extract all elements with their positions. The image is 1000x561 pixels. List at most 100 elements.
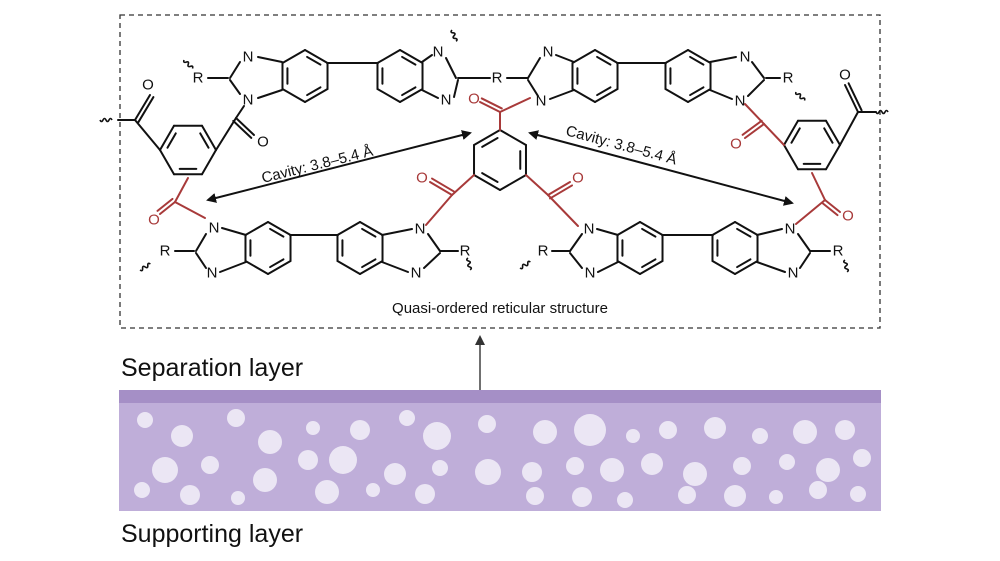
ring-bond xyxy=(734,260,759,275)
atom-label: N xyxy=(788,265,799,282)
ring-bond xyxy=(783,119,799,146)
bond xyxy=(381,261,409,273)
atom-label: N xyxy=(740,49,751,66)
bond xyxy=(756,228,783,236)
ring-bond xyxy=(639,260,664,275)
ring-bond xyxy=(399,49,424,64)
pore xyxy=(533,420,557,444)
atom-label: O xyxy=(839,67,851,84)
atom-label: N xyxy=(536,93,547,110)
separation-layer xyxy=(119,390,881,403)
atom-label: N xyxy=(411,265,422,282)
ring-bond xyxy=(473,174,501,191)
separation-layer-label: Separation layer xyxy=(121,354,303,382)
atom-label: R xyxy=(160,243,171,260)
double-bond xyxy=(401,55,417,66)
pore xyxy=(769,490,783,504)
ring-bond xyxy=(616,221,641,236)
carbonyl-bond xyxy=(847,82,863,112)
pore xyxy=(329,446,357,474)
bond xyxy=(744,103,765,125)
bond xyxy=(229,79,241,95)
pore xyxy=(306,421,320,435)
double-bond xyxy=(689,86,705,97)
ring-bond xyxy=(201,124,217,151)
ring-bond xyxy=(594,49,619,64)
atom-label: N xyxy=(584,221,595,238)
pore xyxy=(704,417,726,439)
pore xyxy=(617,492,633,508)
pore xyxy=(733,457,751,475)
double-bond xyxy=(361,227,377,238)
pore xyxy=(566,457,584,475)
ring-bond xyxy=(571,49,596,64)
bond xyxy=(527,57,541,79)
ring-bond xyxy=(664,88,689,103)
ring-bond xyxy=(267,221,292,236)
pore xyxy=(626,429,640,443)
double-bond xyxy=(736,258,752,269)
bond xyxy=(257,89,283,99)
carbonyl-bond xyxy=(156,197,174,212)
pore xyxy=(227,409,245,427)
bond xyxy=(763,123,785,146)
bond xyxy=(427,233,441,252)
ring-bond xyxy=(687,49,712,64)
ring-bond xyxy=(359,260,384,275)
atom-label: O xyxy=(142,77,154,94)
pore xyxy=(816,458,840,482)
carbonyl-bond xyxy=(824,199,841,213)
ring-bond xyxy=(734,221,759,236)
pore xyxy=(134,482,150,498)
double-bond xyxy=(736,227,752,238)
bond xyxy=(525,174,549,196)
bond xyxy=(797,233,811,252)
atom-label: N xyxy=(243,92,254,109)
atom-label: N xyxy=(585,265,596,282)
ring-bond xyxy=(304,49,329,64)
pore xyxy=(253,468,277,492)
atom-label: R xyxy=(193,70,204,87)
bond xyxy=(174,201,206,219)
chain-continuation xyxy=(794,91,806,101)
ring-bond xyxy=(201,149,217,176)
pore xyxy=(779,454,795,470)
bond xyxy=(381,228,413,236)
carbonyl-bond xyxy=(134,94,151,121)
bond xyxy=(451,174,475,196)
atom-label: O xyxy=(468,91,480,108)
carbonyl-bond xyxy=(159,201,176,215)
pore xyxy=(152,457,178,483)
ring-bond xyxy=(639,221,664,236)
cavity-arrow-left xyxy=(206,130,472,203)
pore xyxy=(850,486,866,502)
bond xyxy=(747,79,765,97)
bond xyxy=(174,177,189,203)
atom-label: N xyxy=(735,93,746,110)
pore xyxy=(137,412,153,428)
supporting-layer-label: Supporting layer xyxy=(121,520,303,548)
chain-continuation xyxy=(875,109,889,115)
double-bond xyxy=(641,258,657,269)
bond xyxy=(751,61,765,79)
bond xyxy=(597,261,619,273)
carbonyl-bond xyxy=(480,97,503,110)
atom-label: R xyxy=(783,70,794,87)
pore xyxy=(231,491,245,505)
ring-bond xyxy=(594,88,619,103)
double-bond xyxy=(596,86,612,97)
ring-bond xyxy=(281,49,306,64)
bond xyxy=(195,252,207,269)
pore xyxy=(835,420,855,440)
double-bond xyxy=(401,86,417,97)
structure-frame xyxy=(119,14,881,329)
bond xyxy=(756,261,786,273)
bond xyxy=(709,89,733,100)
bond xyxy=(499,97,531,113)
atom-label: O xyxy=(572,170,584,187)
ring-bond xyxy=(825,144,841,171)
ring-bond xyxy=(267,260,292,275)
bond xyxy=(569,233,583,252)
